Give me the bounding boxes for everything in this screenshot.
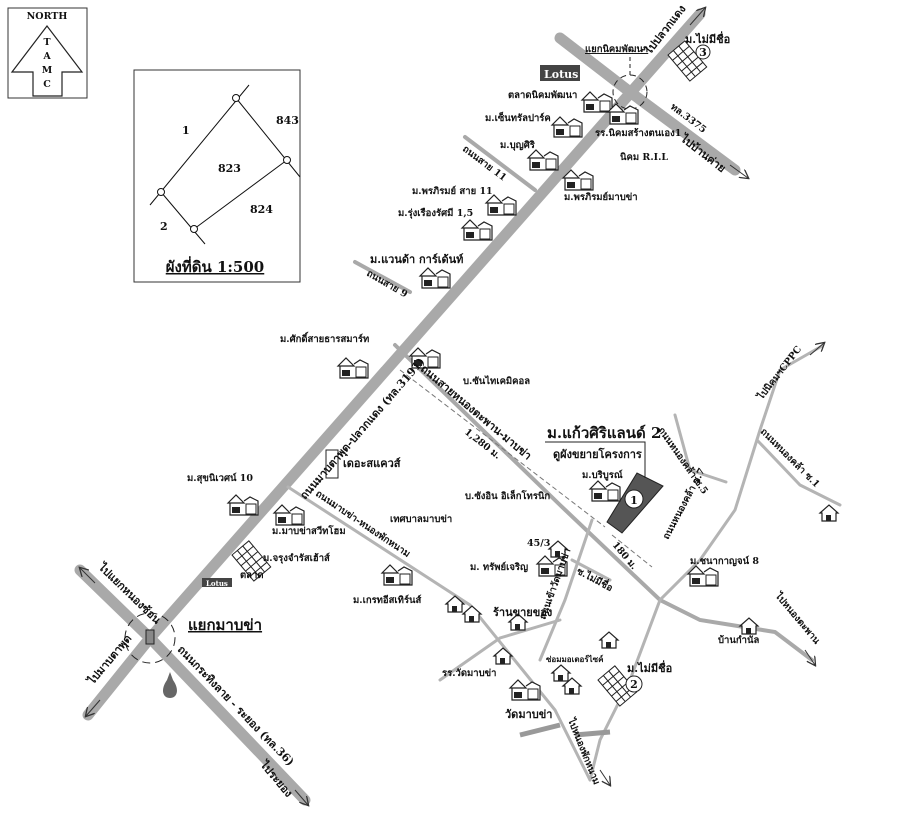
lotus-label: Lotus <box>544 68 578 81</box>
direction-label: ไปบ้านค่าย <box>677 130 729 175</box>
place-label: ม.เซ็นทรัลปาร์ค <box>485 111 551 124</box>
place-label: บ.ซังอิน อิเล็กโทรนิก <box>465 489 550 502</box>
project-subtitle[interactable]: ดูผังขยายโครงการ <box>553 447 642 462</box>
place-label: ม.ไม่มีชื่อ <box>685 31 730 46</box>
parcel-label: 824 <box>250 203 273 216</box>
lotus-logo-2 <box>202 578 232 587</box>
junction-nikom-label: แยกนิคมพัฒนา <box>585 44 648 55</box>
canal <box>519 722 611 738</box>
place-label: ม.แวนด้า การ์เด้นท์ <box>370 253 463 266</box>
place-label: รร.นิคมสร้างตนเอง1 <box>595 127 681 139</box>
hwy-3375-road <box>554 32 741 176</box>
side-road <box>438 618 562 682</box>
ptt-station-icon <box>163 672 177 698</box>
road-label: ถนนสาย 9 <box>365 268 410 300</box>
north-letter: C <box>43 79 51 90</box>
place-labels: ม.ไม่มีชื่อ ตลาดนิคมพัฒนา ม.เซ็นทรัลปาร์… <box>187 31 759 721</box>
junction-mapkha-circle <box>124 612 176 664</box>
place-label: ม.สุขนิเวศน์ 10 <box>187 472 253 484</box>
place-label: ม.บุญศิริ <box>500 140 536 151</box>
place-label: เดอะสแควส์ <box>343 457 401 470</box>
soi-9-road <box>353 260 412 294</box>
tower-icon <box>325 449 339 479</box>
place-label: ม.พรภิรมย์ สาย 11 <box>412 185 493 197</box>
lotus-logo <box>540 65 580 81</box>
place-label: ม.ไม่มีชื่อ <box>627 660 672 675</box>
place-label: ร้านขายของ <box>493 606 552 619</box>
place-label: ม.ชนากาญจน์ 8 <box>690 555 759 567</box>
nongtaphan-road <box>393 343 814 662</box>
north-arrow: NORTH T A M C <box>7 7 88 99</box>
road-label: ถนนหนองคล้า ซ.1 <box>758 426 822 490</box>
plot-inset: 1 843 823 824 2 ผังที่ดิน 1:500 <box>133 69 301 283</box>
lotus-label-2: Lotus <box>206 579 228 588</box>
place-label: 45/3 <box>527 538 550 549</box>
maptakha-road <box>286 485 592 782</box>
marker-1: 1 <box>630 494 638 507</box>
road-label: ถนนเข้าวัดมาบข่า <box>537 547 574 621</box>
nongkla-5-road <box>673 413 728 484</box>
direction-label: ไปหนองตะพาน <box>772 589 823 646</box>
roads <box>74 8 842 806</box>
place-label: ม. ทรัพย์เจริญ <box>470 561 528 573</box>
parcel-label: 823 <box>218 162 241 175</box>
junction-mapkha-label: แยกมาบข่า <box>188 616 262 634</box>
direction-label: ไปนิคมฯCPPC <box>754 343 804 402</box>
parcel-label: 843 <box>276 114 299 127</box>
place-label: ม.จรุงจำรัสเฮ้าส์ <box>263 552 330 564</box>
north-letter: M <box>42 65 53 76</box>
place-label: ม.พรภิรมย์มาบข่า <box>564 191 638 203</box>
road-label: ถนนหนองคล้า ซ.7 <box>660 466 708 541</box>
distance-line-1280 <box>399 369 606 528</box>
soi-noname-road <box>570 558 612 582</box>
traffic-light-icon <box>145 629 155 645</box>
place-label: ม.เกรทอีสเทิร์นส์ <box>353 594 422 606</box>
nongkla-7-road <box>588 344 824 782</box>
place-label: บ้านกำนัล <box>718 634 759 646</box>
plot-caption: ผังที่ดิน 1:500 <box>166 256 265 276</box>
direction-arrows <box>80 8 824 805</box>
project-name: ม.แก้วศิริแลนด์ 2 <box>547 424 661 442</box>
place-label: วัดมาบข่า <box>505 708 552 721</box>
place-label: ม.ศักดิ์สายธารสมาร์ท <box>280 331 369 345</box>
north-title: NORTH <box>27 11 68 22</box>
project-parcel[interactable]: 1 <box>545 441 664 534</box>
place-label: ม.บริบูรณ์ <box>582 469 623 482</box>
place-label: ตลาด <box>240 570 264 581</box>
marker-2: 2 <box>630 678 638 691</box>
north-letter: A <box>42 51 51 62</box>
wat-road <box>538 518 594 662</box>
junction-nikom-circle <box>612 74 648 110</box>
nongkla-1-road <box>755 438 842 507</box>
main-road <box>82 8 706 721</box>
place-label: นิคม R.I.L <box>620 152 668 163</box>
place-label: ซ่อมมอเตอร์ไซค์ <box>546 654 603 664</box>
parcel-label: 1 <box>182 124 190 137</box>
marker-3: 3 <box>699 46 707 59</box>
north-letter: T <box>43 37 50 48</box>
road-label: ถนนกระทิงลาย - ระยอง (ทล.36) <box>175 643 297 769</box>
place-label: ตลาดนิคมพัฒนา <box>508 90 577 101</box>
place-label: บ.ซันไทเคมิคอล <box>463 375 530 387</box>
place-label: ม.รุ่งเรืองรัศมี 1,5 <box>398 207 473 219</box>
road-label: ถนนหนองคล้า ซ.5 <box>656 425 711 497</box>
place-label: เทศบาลมาบข่า <box>390 514 452 525</box>
parcel-label: 2 <box>160 220 168 233</box>
place-label: ม.มาบข่าสวีทโฮม <box>272 525 346 537</box>
arrow-up-icon <box>10 25 84 97</box>
place-label: รร.วัดมาบข่า <box>442 668 496 679</box>
soi-11-road <box>463 135 537 192</box>
distance-line-180 <box>611 534 653 568</box>
